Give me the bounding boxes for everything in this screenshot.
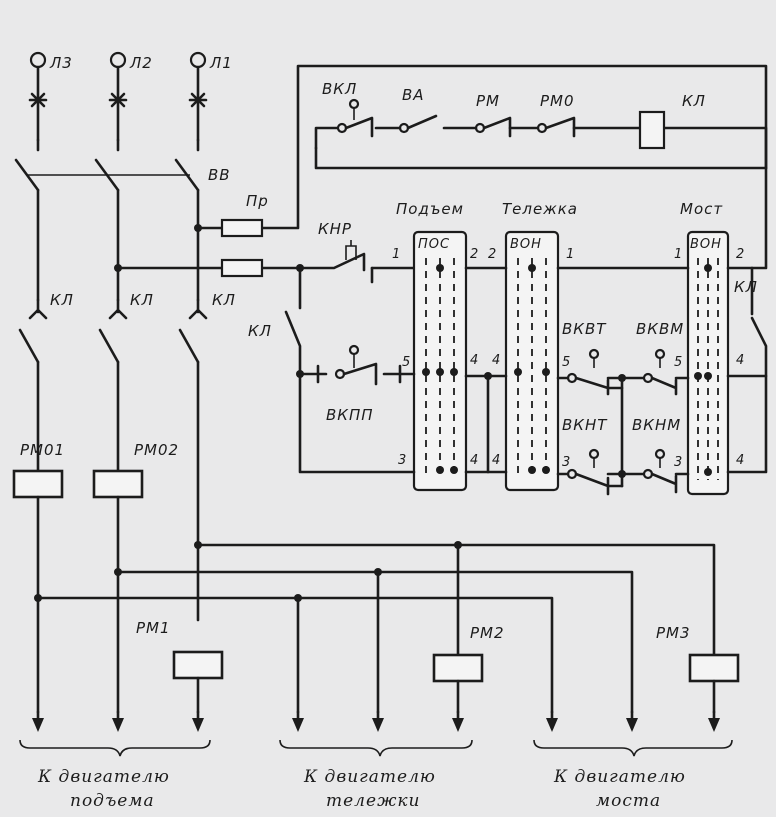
label-kl-aux-right: КЛ (734, 278, 758, 296)
title-trolley: Тележка (502, 200, 578, 218)
kl-aux-contact: КЛ КЛ (248, 266, 768, 378)
svg-text:4: 4 (492, 353, 500, 368)
label-vkpp: ВКПП (326, 406, 374, 424)
svg-text:ПОС: ПОС (418, 237, 450, 252)
limit-switch-bridge-fwd: ВКВМ 5 (636, 320, 690, 396)
svg-text:5: 5 (674, 355, 682, 370)
relay-rm02 (92, 469, 144, 499)
label-rm3: РМ3 (656, 624, 691, 642)
relay-rm1 (172, 650, 224, 680)
label-vkvm: ВКВМ (636, 320, 684, 338)
relay-rm3 (688, 653, 740, 683)
main-switch: ВВ (14, 138, 231, 192)
svg-text:5: 5 (562, 355, 570, 370)
svg-text:4: 4 (470, 453, 478, 468)
relay-rm2 (432, 653, 484, 683)
caption-bridge-2: моста (596, 791, 661, 811)
label-vkl: ВКЛ (322, 80, 357, 98)
svg-text:5: 5 (402, 355, 410, 370)
contactor-coil-kl (638, 110, 666, 150)
label-kl-1: КЛ (50, 291, 74, 309)
phase-terminals: Л3 Л2 Л1 (29, 51, 233, 72)
contactor-block: КЛ КЛ КЛ (18, 291, 236, 364)
controller-hoist: Подъем ПОС (396, 200, 468, 492)
svg-text:4: 4 (736, 453, 744, 468)
svg-text:2: 2 (470, 247, 478, 262)
caption-trolley-1: К двигателю (303, 767, 436, 787)
label-rm2: РМ2 (470, 624, 505, 642)
svg-text:4: 4 (470, 353, 478, 368)
label-l1: Л1 (209, 54, 233, 72)
svg-text:2: 2 (736, 247, 744, 262)
terminal-l1 (189, 51, 207, 69)
controller-bridge: Мост ВОН (680, 200, 730, 496)
svg-text:3: 3 (398, 453, 406, 468)
captions: К двигателю подъема К двигателю тележки … (37, 767, 686, 811)
label-l2: Л2 (129, 54, 153, 72)
label-kl-2: КЛ (130, 291, 154, 309)
output-arrows (32, 710, 720, 732)
label-coil-kl: КЛ (682, 92, 706, 110)
label-kl-aux: КЛ (248, 322, 272, 340)
svg-text:3: 3 (674, 455, 682, 470)
caption-trolley-2: тележки (326, 791, 421, 811)
reset-button: КНР (298, 220, 374, 284)
limit-switch-trolley-fwd: ВКВТ 5 (556, 320, 624, 396)
label-vknm: ВКНМ (632, 416, 681, 434)
label-va: ВА (402, 86, 425, 104)
label-knr: КНР (318, 220, 352, 238)
control-top-row: ВКЛ ВА РМ РМ0 КЛ (322, 80, 768, 170)
label-rm: РМ (476, 92, 500, 110)
controller-trolley: Тележка ВОН (502, 200, 578, 492)
limit-switch-trolley-back: ВКНТ 3 (556, 416, 624, 496)
motor-relays: РМ1 РМ2 РМ3 (136, 619, 740, 683)
label-rm1: РМ1 (136, 619, 171, 637)
caption-hoist-1: К двигателю (37, 767, 170, 787)
svg-text:1: 1 (674, 247, 682, 262)
label-vknt: ВКНТ (562, 416, 608, 434)
svg-text:ВОН: ВОН (510, 237, 542, 252)
label-l3: Л3 (49, 54, 73, 72)
label-rm01: РМ01 (20, 441, 65, 459)
label-main-switch: ВВ (208, 166, 231, 184)
label-vkvt: ВКВТ (562, 320, 607, 338)
svg-text:3: 3 (562, 455, 570, 470)
svg-text:ВОН: ВОН (690, 237, 722, 252)
fuse-bottom (220, 258, 264, 278)
relay-rm01 (12, 469, 64, 499)
svg-text:1: 1 (392, 247, 400, 262)
label-kl-3: КЛ (212, 291, 236, 309)
title-bridge: Мост (680, 200, 723, 218)
fuse-top (220, 218, 264, 238)
terminal-l2 (109, 51, 127, 69)
label-rm02: РМ02 (134, 441, 179, 459)
svg-text:4: 4 (736, 353, 744, 368)
caption-hoist-2: подъема (70, 791, 155, 811)
svg-text:4: 4 (492, 453, 500, 468)
svg-text:2: 2 (488, 247, 496, 262)
svg-text:1: 1 (566, 247, 574, 262)
label-fuse: Пр (246, 192, 269, 210)
limit-switch-bridge-back: ВКНМ 3 (632, 416, 690, 494)
terminal-l3 (29, 51, 47, 69)
title-hoist: Подъем (396, 200, 464, 218)
limit-switch-hoist: ВКПП 5 (316, 344, 410, 424)
caption-bridge-1: К двигателю (553, 767, 686, 787)
label-rm0: РМ0 (540, 92, 575, 110)
